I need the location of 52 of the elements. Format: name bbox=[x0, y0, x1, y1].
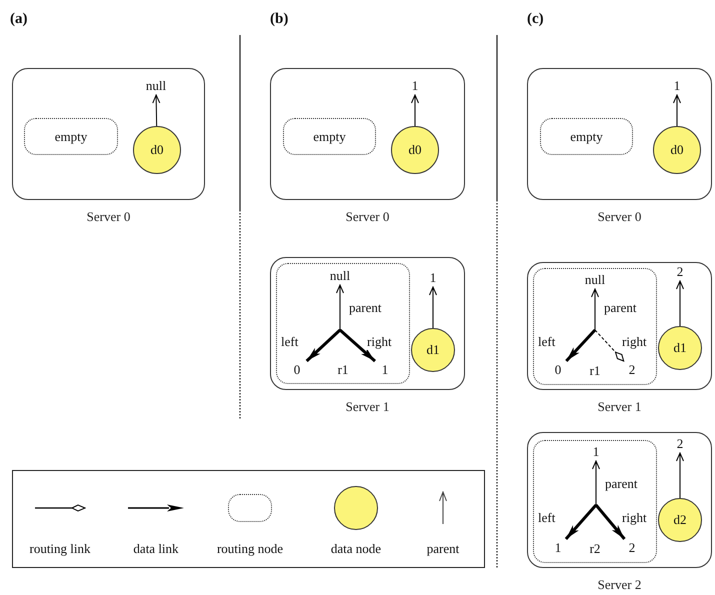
arrow bbox=[429, 286, 437, 328]
pointer-value: 2 bbox=[623, 362, 641, 378]
pointer-value: 1 bbox=[668, 78, 686, 94]
pointer-value: 1 bbox=[376, 362, 394, 378]
arrow bbox=[411, 94, 419, 126]
routing-node-label: r1 bbox=[588, 363, 602, 379]
pointer-value: 0 bbox=[288, 362, 306, 378]
panel-label: (a) bbox=[10, 10, 28, 29]
routing-node: empty bbox=[24, 118, 118, 155]
server-label: Server 1 bbox=[344, 398, 390, 416]
pointer-value: 1 bbox=[400, 78, 430, 94]
pointer-value: 2 bbox=[623, 540, 641, 556]
pointer-value: 0 bbox=[549, 362, 567, 378]
server-label: Server 2 bbox=[596, 576, 642, 594]
routing-node-label: r2 bbox=[588, 541, 602, 557]
pointer-value: null bbox=[577, 272, 613, 288]
edge-label: right bbox=[621, 510, 648, 526]
arrow bbox=[592, 460, 600, 506]
panel-label: (b) bbox=[270, 10, 288, 29]
pointer-value: 2 bbox=[671, 436, 689, 452]
arrow bbox=[339, 328, 376, 362]
routing-node: empty bbox=[283, 118, 376, 155]
arrow bbox=[676, 452, 684, 498]
pointer-value: null bbox=[322, 268, 358, 284]
pointer-value: 2 bbox=[671, 264, 689, 280]
server-label: Server 1 bbox=[596, 398, 642, 416]
panel-label: (c) bbox=[527, 10, 544, 29]
routing-node-label: r1 bbox=[336, 362, 350, 378]
server-label: Server 0 bbox=[596, 208, 642, 226]
server-label: Server 0 bbox=[86, 208, 132, 226]
legend-text: data node bbox=[330, 540, 382, 558]
legend-text: routing node bbox=[216, 540, 284, 558]
pointer-value: 1 bbox=[549, 540, 567, 556]
edge-label: right bbox=[621, 334, 648, 350]
legend-text: data link bbox=[132, 540, 180, 558]
pointer-value: 1 bbox=[424, 270, 442, 286]
arrow bbox=[594, 504, 626, 540]
pointer-value: 1 bbox=[587, 444, 605, 460]
arrow bbox=[565, 328, 596, 362]
arrow bbox=[306, 328, 342, 362]
arrow bbox=[673, 94, 681, 126]
server-label: Server 0 bbox=[344, 208, 390, 226]
arrow bbox=[676, 280, 684, 326]
arrow bbox=[564, 504, 598, 540]
legend-text: parent bbox=[426, 540, 460, 558]
legend-text: routing link bbox=[28, 540, 92, 558]
arrow bbox=[591, 288, 599, 330]
pointer-value: null bbox=[140, 78, 172, 94]
arrow bbox=[336, 284, 344, 330]
routing-node: empty bbox=[540, 118, 633, 155]
arrow bbox=[152, 94, 160, 126]
edge-label: right bbox=[366, 334, 393, 350]
